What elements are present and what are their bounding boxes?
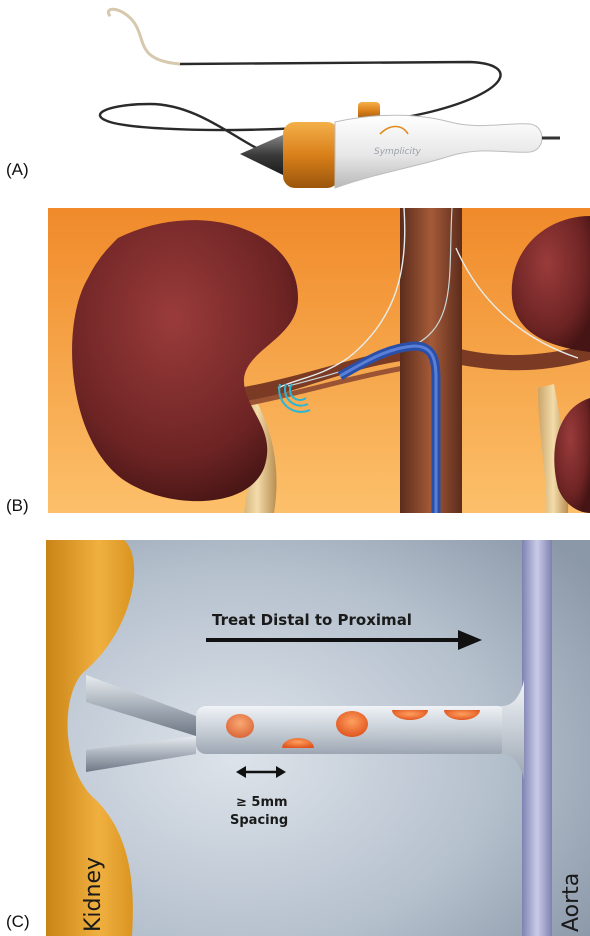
brand-text: Symplicity	[374, 147, 421, 157]
panel-c-schematic: Treat Distal to Proximal ≥ 5mm Spacing K…	[46, 540, 590, 936]
panel-b-label: (B)	[6, 496, 29, 516]
panel-a-catheter-illustration: Symplicity	[90, 4, 560, 194]
aorta-label: Aorta	[559, 873, 584, 932]
kidney-label: Kidney	[81, 857, 106, 932]
panel-a-label: (A)	[6, 160, 29, 180]
aorta-vessel	[522, 540, 552, 936]
spacing-label-text: Spacing	[230, 813, 288, 828]
direction-text: Treat Distal to Proximal	[212, 611, 412, 629]
spacing-value-text: ≥ 5mm	[236, 795, 288, 810]
panel-c-label: (C)	[6, 912, 30, 932]
panel-b-renal-anatomy	[48, 208, 590, 513]
